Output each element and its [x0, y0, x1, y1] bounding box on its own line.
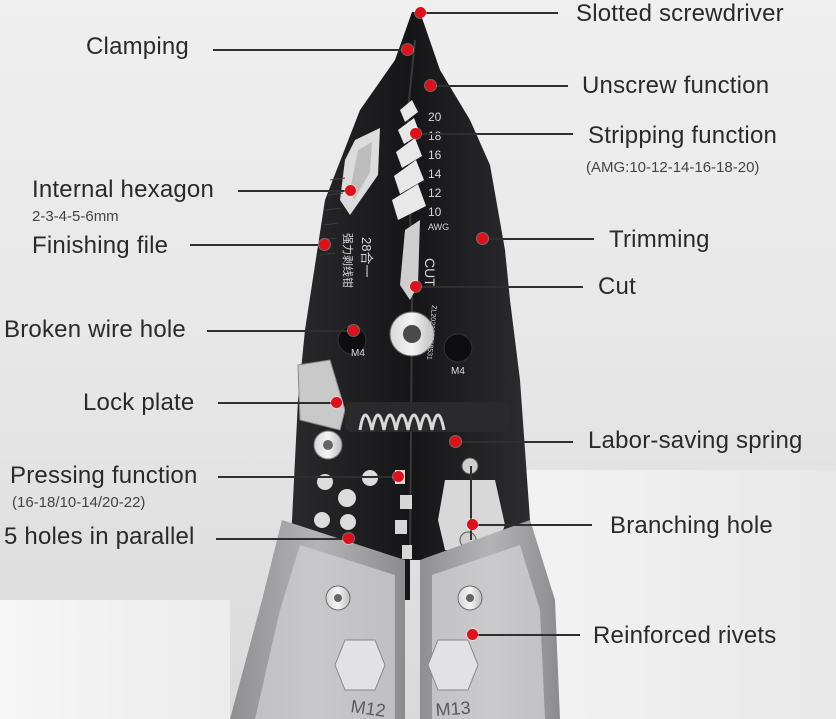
marker-lock-plate	[330, 396, 342, 408]
leader-unscrew	[430, 85, 568, 87]
label-internal-hexagon: Internal hexagon	[32, 176, 215, 203]
awg-18: 18	[428, 129, 442, 143]
m4-right-mark: M4	[451, 366, 465, 377]
marker-pressing	[392, 470, 404, 482]
pressing-holes	[314, 470, 378, 530]
leader-stripping	[415, 133, 573, 135]
label-cut: Cut	[598, 273, 636, 300]
m12-mark: M12	[349, 696, 386, 719]
label-reinforced-rivets: Reinforced rivets	[593, 622, 777, 649]
chinese-mark: 28合一	[359, 237, 374, 277]
awg-20: 20	[428, 110, 442, 124]
label-pressing-function: Pressing function	[10, 462, 198, 489]
cut-slot	[400, 220, 420, 300]
marker-clamping	[401, 43, 413, 55]
marker-file	[318, 238, 330, 250]
leader-slotted-screwdriver	[420, 12, 558, 14]
marker-stripping	[409, 127, 421, 139]
label-internal-hexagon-sub: 2-3-4-5-6mm	[32, 208, 119, 225]
marker-rivets	[466, 628, 478, 640]
marker-five-holes	[342, 532, 354, 544]
chinese-mark-2: 强力剥线钳	[341, 233, 355, 288]
marker-hexagon	[344, 184, 356, 196]
label-finishing-file: Finishing file	[32, 232, 169, 259]
label-branching-hole: Branching hole	[610, 512, 773, 539]
leader-broken-wire	[207, 330, 353, 332]
stripping-notches	[392, 100, 426, 220]
label-labor-saving-spring: Labor-saving spring	[588, 427, 803, 454]
label-pressing-sub: (16-18/10-14/20-22)	[12, 494, 146, 511]
awg-unit: AWG	[428, 222, 449, 232]
cut-mark: CUT	[422, 258, 438, 287]
awg-10: 10	[428, 205, 442, 219]
leader-rivets	[472, 634, 580, 636]
marker-unscrew	[424, 79, 436, 91]
leader-five-holes	[216, 538, 348, 540]
marker-labor-spring	[449, 435, 461, 447]
marker-cut	[409, 280, 421, 292]
label-slotted-screwdriver: Slotted screwdriver	[576, 0, 784, 27]
label-unscrew-function: Unscrew function	[582, 72, 770, 99]
leader-lock-plate	[218, 402, 336, 404]
label-stripping-function: Stripping function	[588, 122, 778, 149]
marker-slotted-screwdriver	[414, 6, 426, 18]
leader-branching	[472, 524, 592, 526]
leader-trimming	[482, 238, 594, 240]
m13-mark: M13	[435, 698, 471, 719]
leader-hexagon	[238, 190, 350, 192]
awg-12: 12	[428, 186, 442, 200]
leader-cut	[415, 286, 583, 288]
awg-14: 14	[428, 167, 442, 181]
label-five-holes: 5 holes in parallel	[4, 523, 195, 550]
lock-plate-shape	[297, 359, 346, 431]
leader-labor-spring	[455, 441, 573, 443]
serial-mark: ZL202322768531	[425, 305, 437, 360]
label-broken-wire-hole: Broken wire hole	[4, 316, 186, 343]
marker-trimming	[476, 232, 488, 244]
leader-pressing	[218, 476, 398, 478]
leader-file	[190, 244, 324, 246]
awg-16: 16	[428, 148, 442, 162]
leader-clamping	[213, 49, 407, 51]
spring-coils	[345, 402, 510, 432]
label-lock-plate: Lock plate	[83, 389, 195, 416]
label-clamping: Clamping	[86, 33, 189, 60]
marker-broken-wire	[347, 324, 359, 336]
background-block-left	[0, 600, 230, 719]
m4-left-mark: M4	[351, 348, 365, 359]
marker-branching	[466, 518, 478, 530]
label-trimming: Trimming	[609, 226, 710, 253]
label-stripping-sub: (AMG:10-12-14-16-18-20)	[586, 159, 760, 176]
leader-branching-vertical	[470, 466, 472, 540]
